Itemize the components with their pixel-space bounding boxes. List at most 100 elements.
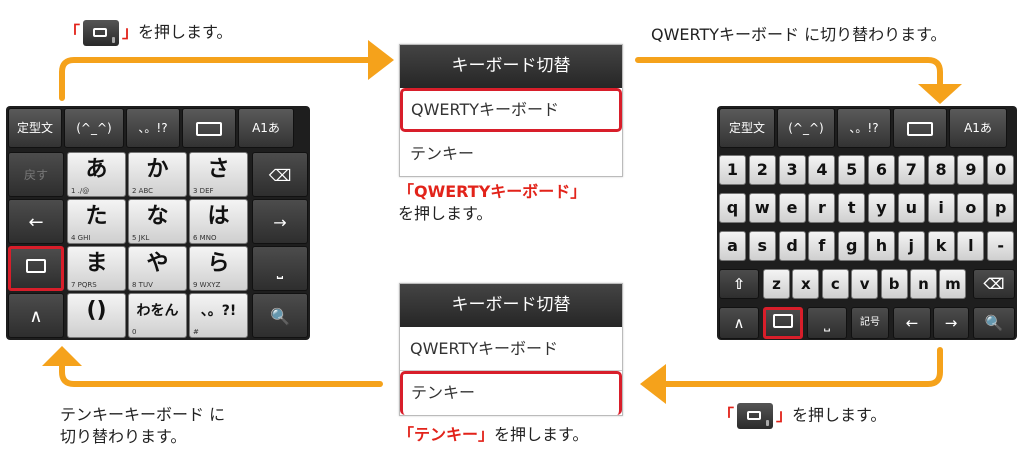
qwerty-key-row5-1[interactable] bbox=[763, 307, 803, 339]
qwerty-key-row5-2[interactable]: ⎵ bbox=[807, 307, 847, 339]
qwerty-key-row2-7[interactable]: i bbox=[927, 193, 955, 223]
caption-line2: 切り替わります。 bbox=[60, 427, 187, 446]
tenkey-left-key-1[interactable]: ← bbox=[8, 199, 64, 244]
qwerty-key-row1-5[interactable]: 6 bbox=[868, 155, 895, 185]
qwerty-key-row3-9[interactable]: - bbox=[987, 231, 1015, 261]
qwerty-key-row3-1[interactable]: s bbox=[748, 231, 776, 261]
tenkey-right-key-3[interactable]: 🔍 bbox=[252, 293, 308, 338]
qwerty-top-key-3[interactable] bbox=[893, 108, 947, 148]
qwerty-top-key-0[interactable]: 定型文 bbox=[719, 108, 775, 148]
menu-item-qwerty[interactable]: QWERTYキーボード bbox=[400, 88, 622, 132]
bracket-close: 」 bbox=[122, 22, 139, 42]
qwerty-key-row1-2[interactable]: 3 bbox=[778, 155, 806, 185]
qwerty-key-row4-0[interactable]: ⇧ bbox=[719, 269, 759, 299]
arrowhead-bottom-right bbox=[640, 364, 666, 404]
qwerty-key-row4-6[interactable]: n bbox=[910, 269, 937, 299]
qwerty-key-row4-1[interactable]: z bbox=[763, 269, 790, 299]
key-sublabel: 0 bbox=[132, 328, 137, 336]
qwerty-key-row2-3[interactable]: r bbox=[808, 193, 836, 223]
caption-highlight: 「テンキー」 bbox=[398, 425, 495, 444]
key-sublabel: # bbox=[193, 328, 199, 336]
menu-title: キーボード切替 bbox=[400, 284, 622, 327]
qwerty-key-row1-0[interactable]: 1 bbox=[719, 155, 746, 185]
qwerty-key-row5-0[interactable]: ∧ bbox=[719, 307, 759, 339]
tenkey-right-key-0[interactable]: ⌫ bbox=[252, 152, 308, 197]
key-label: か bbox=[146, 157, 169, 182]
qwerty-key-row3-6[interactable]: j bbox=[897, 231, 925, 261]
qwerty-key-row1-8[interactable]: 9 bbox=[957, 155, 985, 185]
qwerty-top-key-2[interactable]: 、。!? bbox=[837, 108, 891, 148]
qwerty-key-row2-9[interactable]: p bbox=[987, 193, 1015, 223]
qwerty-key-row1-6[interactable]: 7 bbox=[897, 155, 925, 185]
tenkey-top-key-2[interactable]: 、。!? bbox=[126, 108, 180, 148]
tenkey-left-key-0[interactable]: 戻す bbox=[8, 152, 64, 197]
qwerty-key-row2-4[interactable]: t bbox=[838, 193, 866, 223]
menu-item-tenkey[interactable]: テンキー bbox=[410, 144, 475, 163]
key-label: な bbox=[146, 204, 169, 229]
qwerty-key-row2-0[interactable]: q bbox=[719, 193, 746, 223]
key-label: () bbox=[86, 298, 107, 323]
qwerty-key-row3-7[interactable]: k bbox=[927, 231, 955, 261]
tenkey-top-key-4[interactable]: A1あ bbox=[238, 108, 294, 148]
qwerty-key-row1-4[interactable]: 5 bbox=[838, 155, 866, 185]
qwerty-key-row3-3[interactable]: f bbox=[808, 231, 836, 261]
key-sublabel: 3 DEF bbox=[193, 187, 214, 195]
qwerty-key-row4-8[interactable]: ⌫ bbox=[973, 269, 1015, 299]
tenkey-char-key-3[interactable]: た 4 GHI bbox=[67, 199, 126, 244]
keyboard-switch-icon bbox=[83, 20, 120, 46]
tenkey-char-key-9[interactable]: () bbox=[67, 293, 126, 338]
qwerty-key-row1-1[interactable]: 2 bbox=[748, 155, 776, 185]
qwerty-key-row4-7[interactable]: m bbox=[939, 269, 967, 299]
key-label: ま bbox=[85, 251, 108, 276]
qwerty-key-row2-1[interactable]: w bbox=[748, 193, 776, 223]
tenkey-char-key-11[interactable]: 、。?!# bbox=[189, 293, 248, 338]
tenkey-top-key-1[interactable]: (^_^) bbox=[64, 108, 124, 148]
qwerty-key-row1-9[interactable]: 0 bbox=[987, 155, 1015, 185]
qwerty-key-row2-2[interactable]: e bbox=[778, 193, 806, 223]
qwerty-key-row5-6[interactable]: 🔍 bbox=[973, 307, 1015, 339]
qwerty-key-row2-5[interactable]: y bbox=[868, 193, 895, 223]
caption-top-right: QWERTYキーボード に切り替わります。 bbox=[651, 25, 947, 44]
qwerty-key-row3-5[interactable]: h bbox=[868, 231, 895, 261]
key-sublabel: 8 TUV bbox=[132, 281, 153, 289]
menu-item-qwerty[interactable]: QWERTYキーボード bbox=[400, 327, 622, 371]
arrowhead-bottom-left bbox=[42, 346, 82, 366]
menu-item-tenkey[interactable]: テンキー bbox=[400, 371, 622, 415]
qwerty-key-row5-3[interactable]: 記号 bbox=[851, 307, 889, 339]
tenkey-top-key-3[interactable] bbox=[182, 108, 236, 148]
qwerty-key-row3-0[interactable]: a bbox=[719, 231, 746, 261]
tenkey-left-key-2[interactable] bbox=[8, 246, 64, 291]
qwerty-key-row4-2[interactable]: x bbox=[792, 269, 820, 299]
qwerty-key-row5-4[interactable]: ← bbox=[893, 307, 931, 339]
tenkey-top-key-0[interactable]: 定型文 bbox=[8, 108, 62, 148]
qwerty-key-row1-7[interactable]: 8 bbox=[927, 155, 955, 185]
qwerty-key-row2-8[interactable]: o bbox=[957, 193, 985, 223]
key-sublabel: 4 GHI bbox=[71, 234, 91, 242]
qwerty-key-row3-2[interactable]: d bbox=[778, 231, 806, 261]
caption-bottom-right: 「」を押します。 bbox=[718, 403, 886, 429]
qwerty-key-row4-5[interactable]: b bbox=[880, 269, 908, 299]
qwerty-key-row2-6[interactable]: u bbox=[897, 193, 925, 223]
qwerty-top-key-1[interactable]: (^_^) bbox=[777, 108, 835, 148]
qwerty-key-row5-5[interactable]: → bbox=[933, 307, 969, 339]
qwerty-key-row4-4[interactable]: v bbox=[851, 269, 879, 299]
tenkey-right-key-2[interactable]: ⎵ bbox=[252, 246, 308, 291]
qwerty-key-row1-3[interactable]: 4 bbox=[808, 155, 836, 185]
qwerty-key-row3-4[interactable]: g bbox=[838, 231, 866, 261]
qwerty-key-row4-3[interactable]: c bbox=[821, 269, 849, 299]
qwerty-key-row3-8[interactable]: l bbox=[957, 231, 985, 261]
key-label: た bbox=[85, 204, 108, 229]
qwerty-top-key-4[interactable]: A1あ bbox=[949, 108, 1007, 148]
tenkey-left-key-3[interactable]: ∧ bbox=[8, 293, 64, 338]
tenkey-right-key-1[interactable]: → bbox=[252, 199, 308, 244]
